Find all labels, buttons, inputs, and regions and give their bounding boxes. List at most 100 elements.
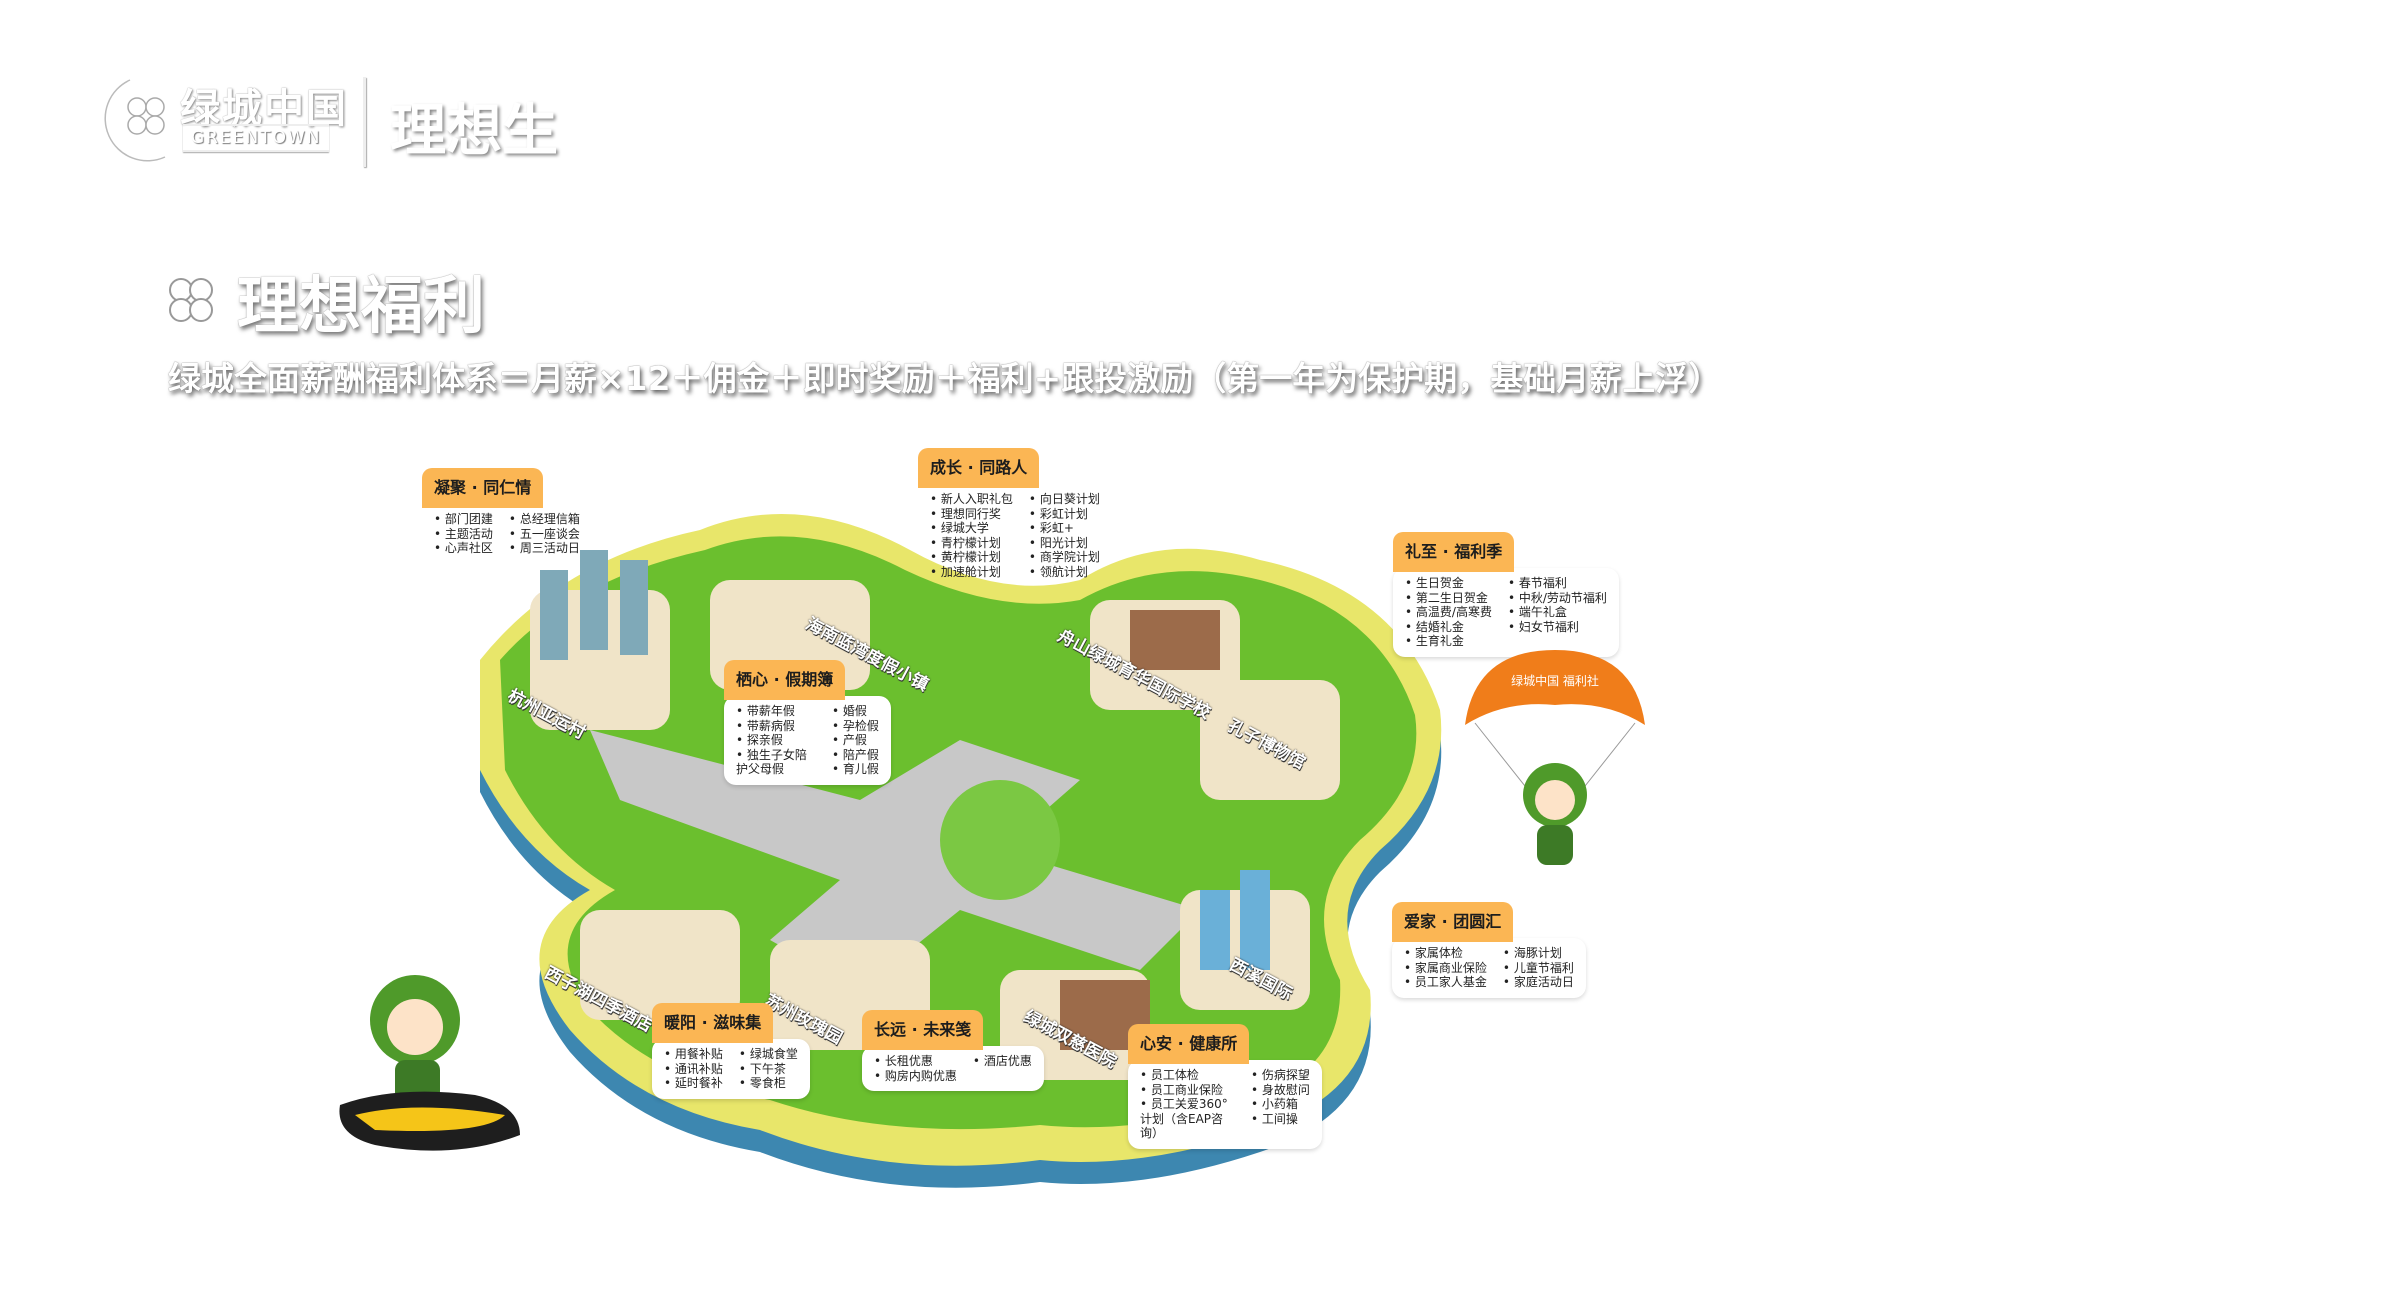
benefit-item: 员工商业保险 [1140,1083,1235,1098]
clover-icon [169,278,213,322]
benefit-card-gifts: 礼至 · 福利季 生日贺金第二生日贺金高温费/高寒费结婚礼金生育礼金春节福利中秋… [1393,532,1619,657]
benefit-item: 员工家人基金 [1404,975,1487,990]
card-body: 家属体检家属商业保险员工家人基金海豚计划儿童节福利家庭活动日 [1392,938,1586,998]
benefit-item: 彩虹计划 [1029,507,1100,522]
benefit-item: 工间操 [1251,1112,1310,1127]
benefit-list: 婚假孕检假产假陪产假育儿假 [832,704,879,777]
benefit-item: 陪产假 [832,748,879,763]
benefit-list: 部门团建主题活动心声社区 [434,512,493,556]
card-body: 用餐补贴通讯补贴延时餐补绿城食堂下午茶零食柜 [652,1039,810,1099]
program-name: 理想生 [390,99,558,164]
benefit-item: 周三活动日 [509,541,580,556]
benefit-item: 高温费/高寒费 [1405,605,1492,620]
card-title: 暖阳 · 滋味集 [652,1003,774,1043]
benefit-card-health: 心安 · 健康所 员工体检员工商业保险员工关爱360°计划（含EAP咨询） 伤病探… [1128,1024,1322,1149]
benefit-item: 心声社区 [434,541,493,556]
benefit-card-leave: 栖心 · 假期簿 带薪年假带薪病假探亲假独生子女陪护父母假婚假孕检假产假陪产假育… [724,660,891,785]
card-body: 带薪年假带薪病假探亲假独生子女陪护父母假婚假孕检假产假陪产假育儿假 [724,696,891,785]
benefit-item: 延时餐补 [664,1076,723,1091]
benefit-item: 用餐补贴 [664,1047,723,1062]
benefit-item: 生日贺金 [1405,576,1492,591]
card-title: 成长 · 同路人 [918,448,1040,488]
benefit-item: 零食柜 [739,1076,798,1091]
benefit-card-family: 爱家 · 团圆汇 家属体检家属商业保险员工家人基金海豚计划儿童节福利家庭活动日 [1392,902,1586,998]
benefit-list: 酒店优惠 [973,1054,1032,1083]
benefit-item: 部门团建 [434,512,493,527]
benefit-list: 长租优惠购房内购优惠 [874,1054,957,1083]
benefit-item: 第二生日贺金 [1405,591,1492,606]
card-body: 部门团建主题活动心声社区总经理信箱五一座谈会周三活动日 [422,504,592,564]
benefit-item: 婚假 [832,704,879,719]
benefit-list: 向日葵计划彩虹计划彩虹+阳光计划商学院计划领航计划 [1029,492,1100,579]
benefit-item: 商学院计划 [1029,550,1100,565]
benefit-item: 酒店优惠 [973,1054,1032,1069]
brand-en: GREENTOWN [183,124,330,152]
card-body: 长租优惠购房内购优惠 酒店优惠 [862,1046,1044,1091]
benefit-item: 身故慰问 [1251,1083,1310,1098]
benefit-list: 春节福利中秋/劳动节福利端午礼盒妇女节福利 [1508,576,1607,649]
card-title: 栖心 · 假期簿 [724,660,846,700]
parachute-mascot: 绿城中国 福利社 [1465,650,1645,865]
card-body: 生日贺金第二生日贺金高温费/高寒费结婚礼金生育礼金春节福利中秋/劳动节福利端午礼… [1393,568,1619,657]
benefit-item: 孕检假 [832,719,879,734]
benefit-list: 绿城食堂下午茶零食柜 [739,1047,798,1091]
benefit-list: 生日贺金第二生日贺金高温费/高寒费结婚礼金生育礼金 [1405,576,1492,649]
card-body: 员工体检员工商业保险员工关爱360°计划（含EAP咨询） 伤病探望身故慰问小药箱工… [1128,1060,1322,1149]
benefit-item: 员工关爱360°计划（含EAP咨询） [1140,1097,1235,1141]
card-body: 新人入职礼包理想同行奖绿城大学青柠檬计划黄柠檬计划加速舱计划向日葵计划彩虹计划彩… [918,484,1112,587]
benefit-item: 阳光计划 [1029,536,1100,551]
benefit-item: 新人入职礼包 [930,492,1013,507]
title-text: 理想福利 [237,269,486,342]
benefit-item: 下午茶 [739,1062,798,1077]
card-title: 爱家 · 团圆汇 [1392,902,1514,942]
benefit-item: 员工体检 [1140,1068,1235,1083]
benefit-item: 儿童节福利 [1503,961,1574,976]
benefit-item: 伤病探望 [1251,1068,1310,1083]
benefit-item: 家属商业保险 [1404,961,1487,976]
benefit-item: 五一座谈会 [509,527,580,542]
benefit-card-team: 凝聚 · 同仁情 部门团建主题活动心声社区总经理信箱五一座谈会周三活动日 [422,468,592,564]
benefit-item: 黄柠檬计划 [930,550,1013,565]
benefit-item: 彩虹+ [1029,521,1100,536]
benefit-item: 领航计划 [1029,565,1100,580]
benefit-item: 购房内购优惠 [874,1069,957,1084]
card-title: 礼至 · 福利季 [1393,532,1515,572]
benefit-item: 探亲假 [736,733,816,748]
card-title: 长远 · 未来笺 [862,1010,984,1050]
parachute-text: 绿城中国 福利社 [1511,673,1599,688]
benefit-item: 加速舱计划 [930,565,1013,580]
benefit-item: 小药箱 [1251,1097,1310,1112]
benefit-item: 端午礼盒 [1508,605,1607,620]
page-title: 理想福利 [165,255,485,345]
benefit-item: 中秋/劳动节福利 [1508,591,1607,606]
benefit-item: 绿城食堂 [739,1047,798,1062]
card-title: 心安 · 健康所 [1128,1024,1250,1064]
benefit-item: 育儿假 [832,762,879,777]
benefit-item: 向日葵计划 [1029,492,1100,507]
benefit-item: 绿城大学 [930,521,1013,536]
benefit-item: 带薪病假 [736,719,816,734]
benefit-item: 结婚礼金 [1405,620,1492,635]
jetski-mascot [339,975,520,1151]
benefit-item: 总经理信箱 [509,512,580,527]
benefit-item: 主题活动 [434,527,493,542]
benefit-item: 春节福利 [1508,576,1607,591]
benefit-item: 生育礼金 [1405,634,1492,649]
benefit-item: 长租优惠 [874,1054,957,1069]
subtitle: 绿城全面薪酬福利体系＝月薪×12＋佣金＋即时奖励＋福利+跟投激励（第一年为保护期… [168,359,1722,398]
benefit-card-growth: 成长 · 同路人 新人入职礼包理想同行奖绿城大学青柠檬计划黄柠檬计划加速舱计划向… [918,448,1112,587]
benefit-list: 家属体检家属商业保险员工家人基金 [1404,946,1487,990]
benefit-list: 总经理信箱五一座谈会周三活动日 [509,512,580,556]
benefit-item: 独生子女陪护父母假 [736,748,816,777]
benefit-card-meals: 暖阳 · 滋味集 用餐补贴通讯补贴延时餐补绿城食堂下午茶零食柜 [652,1003,810,1099]
benefit-item: 理想同行奖 [930,507,1013,522]
benefit-list: 海豚计划儿童节福利家庭活动日 [1503,946,1574,990]
benefit-item: 妇女节福利 [1508,620,1607,635]
benefit-item: 通讯补贴 [664,1062,723,1077]
benefit-list: 用餐补贴通讯补贴延时餐补 [664,1047,723,1091]
benefit-item: 家庭活动日 [1503,975,1574,990]
benefit-list: 伤病探望身故慰问小药箱工间操 [1251,1068,1310,1141]
clover-moon-icon [104,79,166,162]
logo-divider [363,77,366,167]
benefit-item: 家属体检 [1404,946,1487,961]
